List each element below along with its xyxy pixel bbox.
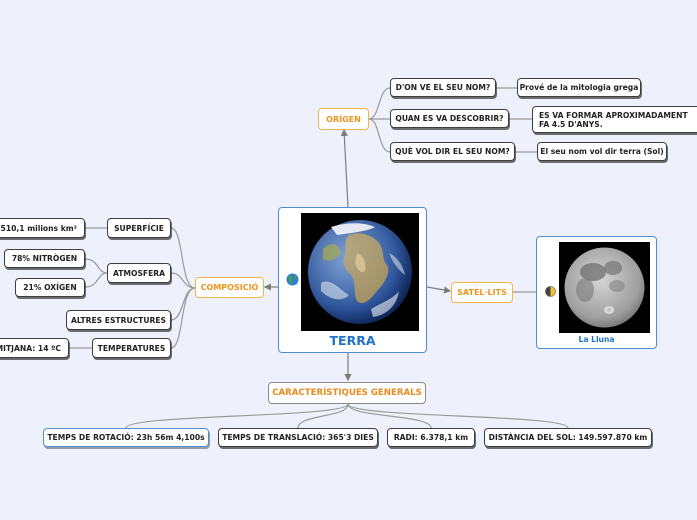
- moon-card[interactable]: La Lluna: [536, 236, 657, 349]
- satelits-node[interactable]: SATÈL·LITS: [451, 282, 513, 303]
- caracteristica-translacio[interactable]: TEMPS DE TRANSLACIÓ: 365'3 DIES: [218, 428, 378, 447]
- origen-question-name-origin[interactable]: D'ON VE EL SEU NOM?: [390, 78, 496, 97]
- caracteristica-distancia[interactable]: DISTÀNCIA DEL SOL: 149.597.870 km: [484, 428, 652, 447]
- temperatures-node[interactable]: TEMPERATURES: [92, 338, 171, 358]
- origen-question-discovery[interactable]: QUAN ES VA DESCOBRIR?: [390, 109, 509, 128]
- central-topic-title: TERRA: [329, 333, 376, 348]
- origen-node[interactable]: ORÍGEN: [318, 108, 369, 130]
- altres-estructures-node[interactable]: ALTRES ESTRUCTURES: [66, 310, 171, 330]
- temperatures-value[interactable]: MITJANA: 14 ºC: [0, 338, 69, 358]
- moon-phase-icon: [545, 286, 556, 297]
- superficie-node[interactable]: SUPERFÍCIE: [107, 218, 171, 238]
- moon-photo: [559, 242, 650, 333]
- globe-icon: [286, 273, 299, 286]
- origen-question-meaning[interactable]: QUÈ VOL DIR EL SEU NOM?: [390, 142, 515, 161]
- moon-caption: La Lluna: [578, 335, 615, 344]
- caracteristica-rotacio[interactable]: TEMPS DE ROTACIÓ: 23h 56m 4,100s: [43, 428, 209, 447]
- atmosfera-value-nitrogen[interactable]: 78% NITRÒGEN: [4, 249, 85, 268]
- origen-answer-meaning[interactable]: El seu nom vol dir terra (Sol): [537, 142, 667, 161]
- composicio-node[interactable]: COMPOSICIÓ: [195, 277, 264, 298]
- atmosfera-node[interactable]: ATMOSFERA: [107, 263, 171, 283]
- caracteristiques-node[interactable]: CARACTERÍSTIQUES GENERALS: [268, 382, 426, 404]
- atmosfera-value-oxygen[interactable]: 21% OXÍGEN: [15, 278, 85, 297]
- central-topic-card[interactable]: TERRA: [278, 207, 427, 353]
- superficie-value[interactable]: 510,1 milions km²: [0, 218, 85, 238]
- origen-answer-name-origin[interactable]: Prové de la mitologia grega: [517, 78, 641, 97]
- caracteristica-radi[interactable]: RADI: 6.378,1 km: [387, 428, 475, 447]
- origen-answer-discovery[interactable]: ES VA FORMAR APROXIMADAMENT FA 4.5 D'ANY…: [532, 106, 697, 133]
- earth-photo: [301, 213, 419, 331]
